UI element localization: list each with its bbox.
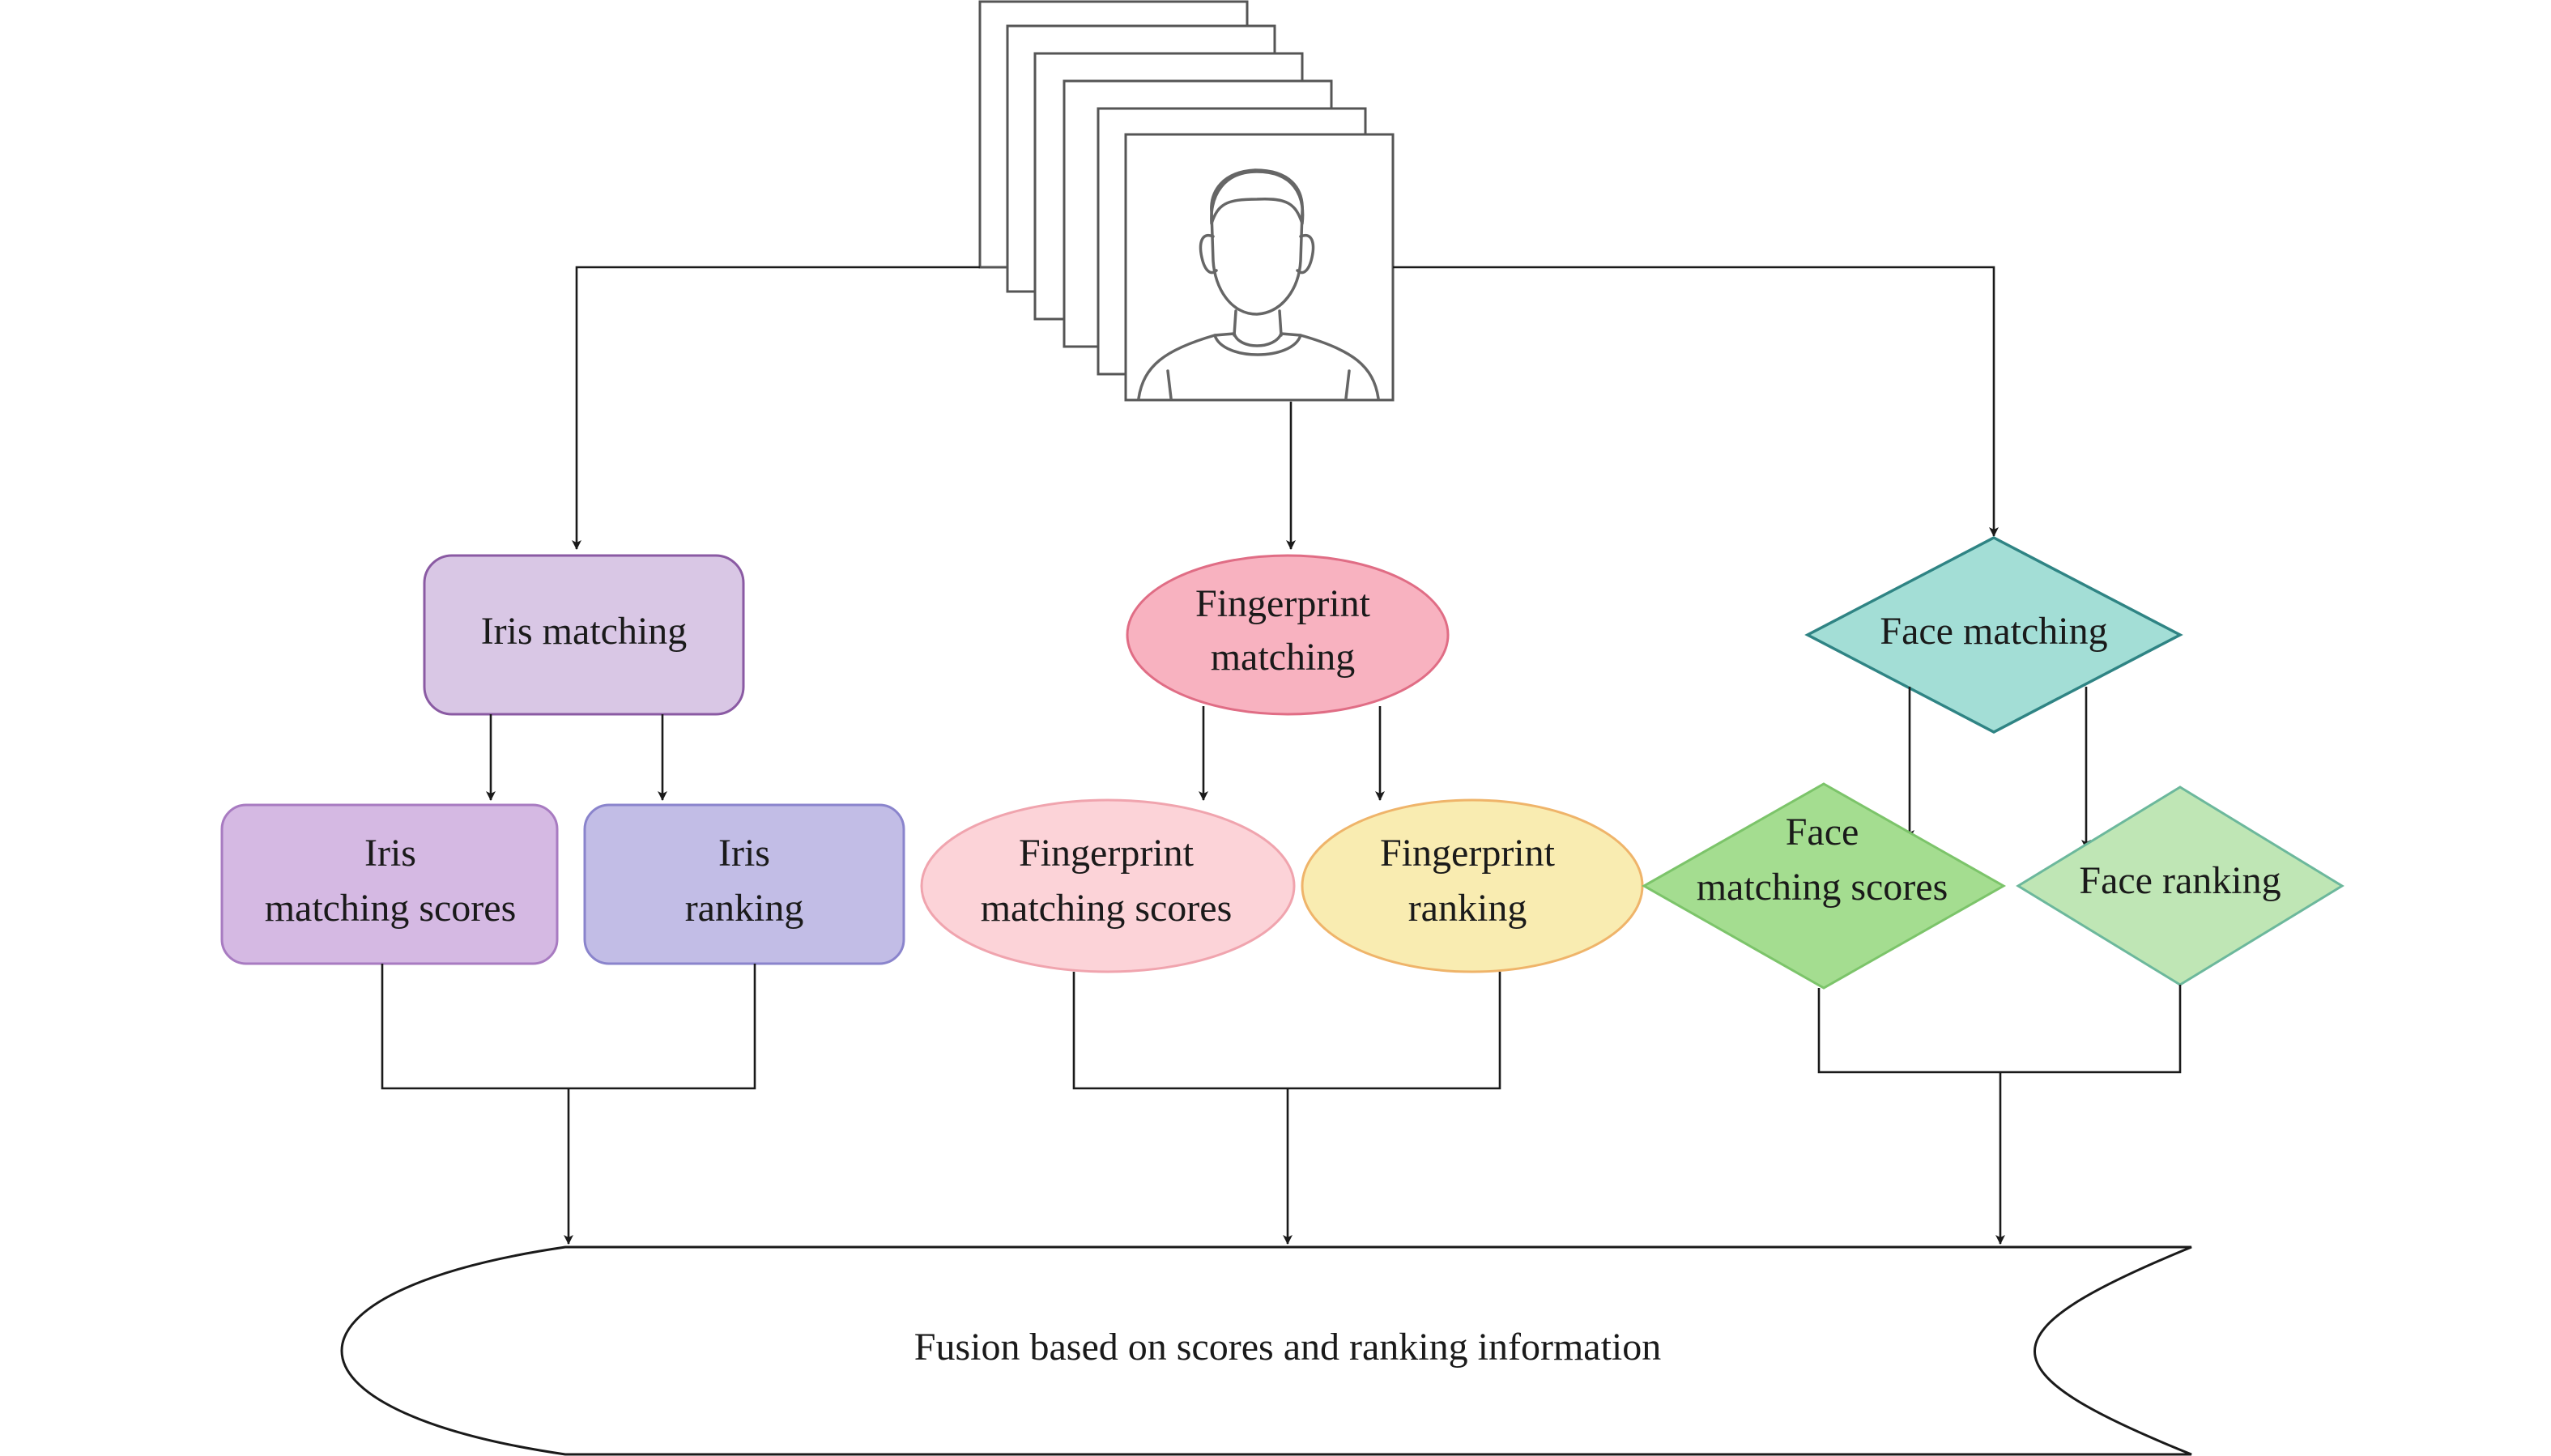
fingerprint-matching-scores-label-line1: Fingerprint — [1019, 832, 1195, 875]
iris-matching-scores-label-line2: matching scores — [265, 887, 517, 930]
face-ranking-node: Face ranking — [2016, 785, 2344, 986]
fingerprint-matching-scores-label-line2: matching scores — [981, 887, 1233, 930]
fingerprint-ranking-label-line2: ranking — [1408, 887, 1527, 930]
face-matching-shape — [1804, 536, 2183, 734]
face-matching-scores-node: Face matching scores — [1641, 782, 2007, 990]
person-avatar-icon — [1137, 168, 1380, 400]
fingerprint-edges — [1199, 706, 1385, 801]
merge-edges — [381, 964, 2182, 1245]
face-matching-node: Face matching — [1804, 536, 2183, 734]
fingerprint-ranking-node: Fingerprint ranking — [1301, 798, 1644, 973]
fingerprint-ranking-shape — [1301, 798, 1644, 973]
iris-edges — [486, 714, 667, 801]
face-ranking-label: Face ranking — [2079, 859, 2281, 902]
fingerprint-matching-node: Fingerprint matching — [1126, 554, 1450, 716]
face-matching-label: Face matching — [1880, 610, 2107, 653]
iris-matching-scores-node: Iris matching scores — [220, 803, 559, 965]
iris-ranking-label-line2: ranking — [685, 887, 804, 930]
fusion-node: Fusion based on scores and ranking infor… — [340, 1245, 2192, 1456]
iris-ranking-label-line1: Iris — [718, 832, 770, 875]
face-matching-scores-shape — [1641, 782, 2007, 990]
iris-matching-scores-label-line1: Iris — [364, 832, 416, 875]
iris-ranking-shape — [583, 803, 905, 965]
stacked-face-photos-icon — [978, 0, 1395, 402]
face-matching-scores-label-line1: Face — [1786, 811, 1859, 854]
fusion-label: Fusion based on scores and ranking infor… — [914, 1326, 1662, 1369]
iris-matching-label: Iris matching — [481, 610, 688, 653]
iris-ranking-node: Iris ranking — [583, 803, 905, 965]
iris-matching-node: Iris matching — [423, 554, 745, 716]
fingerprint-matching-scores-node: Fingerprint matching scores — [920, 798, 1296, 973]
fingerprint-ranking-label-line1: Fingerprint — [1380, 832, 1556, 875]
face-edges — [1905, 687, 2091, 849]
face-matching-scores-label-line2: matching scores — [1697, 866, 1948, 909]
iris-matching-shape — [423, 554, 745, 716]
fingerprint-matching-label-line2: matching — [1211, 636, 1356, 679]
fingerprint-matching-scores-shape — [920, 798, 1296, 973]
iris-matching-scores-shape — [220, 803, 559, 965]
input-edges — [572, 266, 1999, 550]
fingerprint-matching-shape — [1126, 554, 1450, 716]
fingerprint-matching-label-line1: Fingerprint — [1195, 582, 1371, 625]
fusion-shape — [340, 1245, 2192, 1456]
